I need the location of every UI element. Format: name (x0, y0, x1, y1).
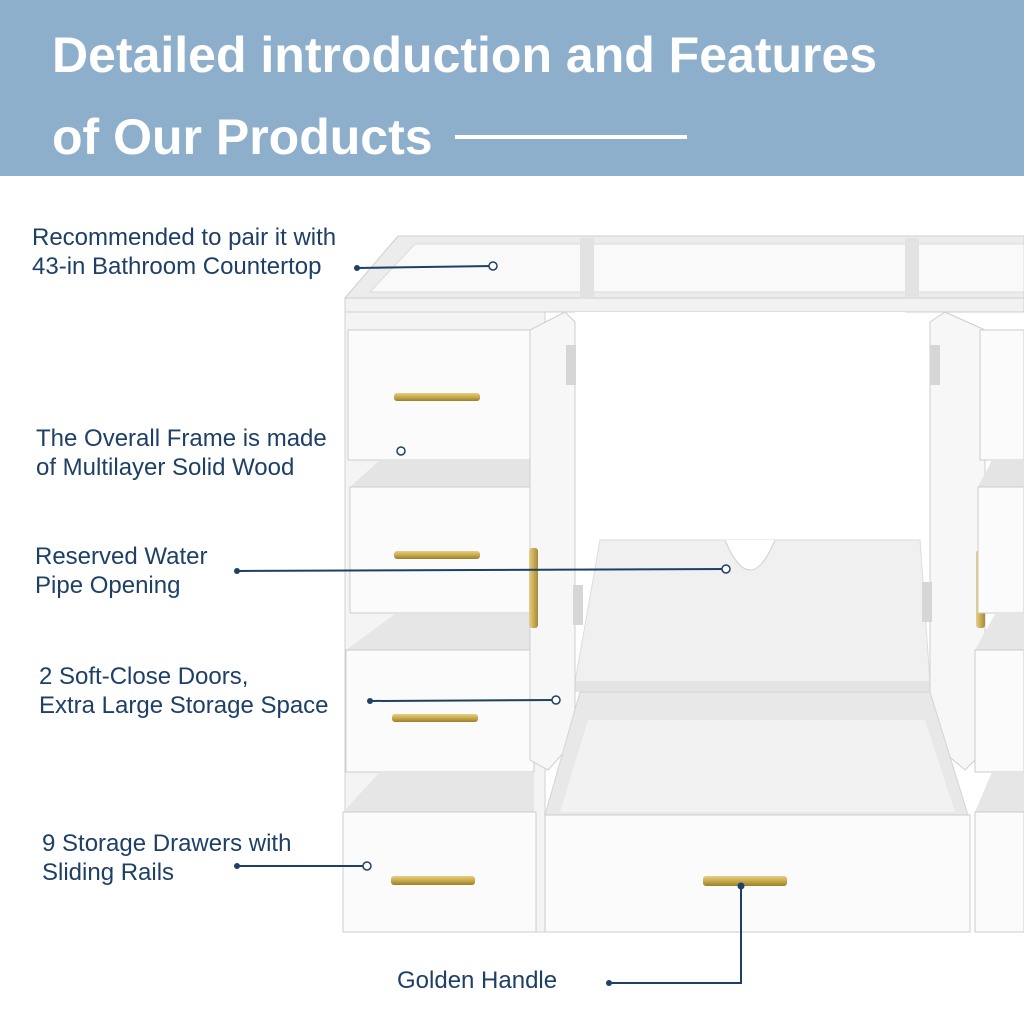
leader-line (356, 265, 494, 269)
golden-handle (394, 393, 480, 401)
feature-label-countertop: Recommended to pair it with 43-in Bathro… (32, 224, 337, 280)
title-line-2: of Our Products (52, 109, 433, 165)
golden-handle (529, 548, 538, 628)
cabinet-top-frame (343, 235, 1024, 313)
left-drawer-column (342, 311, 546, 933)
callout-dot (488, 261, 498, 271)
feature-label-drawers: 9 Storage Drawers with Sliding Rails (42, 830, 292, 886)
feature-label-pipe-opening: Reserved Water Pipe Opening (35, 543, 208, 599)
callout-dot (396, 446, 406, 456)
golden-handle (394, 551, 480, 559)
golden-handle (703, 876, 787, 886)
drawer-front (345, 649, 535, 773)
feature-label-handle: Golden Handle (397, 967, 558, 994)
drawer-front (342, 811, 537, 933)
title-line-1: Detailed introduction and Features (52, 27, 878, 83)
callout-dot (551, 695, 561, 705)
leader-line (609, 886, 742, 984)
header-banner: Detailed introduction and Features of Ou… (0, 0, 1024, 176)
callout-dot (721, 564, 731, 574)
drawer-front (349, 486, 535, 614)
callout-dot (362, 861, 372, 871)
leader-line (369, 699, 557, 702)
vanity-cabinet-illustration (234, 235, 1024, 986)
page-title: Detailed introduction and Features of Ou… (52, 14, 992, 178)
right-drawer-column (974, 329, 1024, 933)
feature-label-doors: 2 Soft-Close Doors, Extra Large Storage … (39, 663, 329, 719)
center-cabinet (529, 311, 986, 933)
golden-handle (391, 876, 475, 885)
title-underline (454, 134, 687, 139)
golden-handle (392, 714, 478, 722)
feature-label-frame: The Overall Frame is made of Multilayer … (36, 425, 327, 481)
leader-line (236, 568, 727, 572)
drawer-front (544, 814, 971, 933)
